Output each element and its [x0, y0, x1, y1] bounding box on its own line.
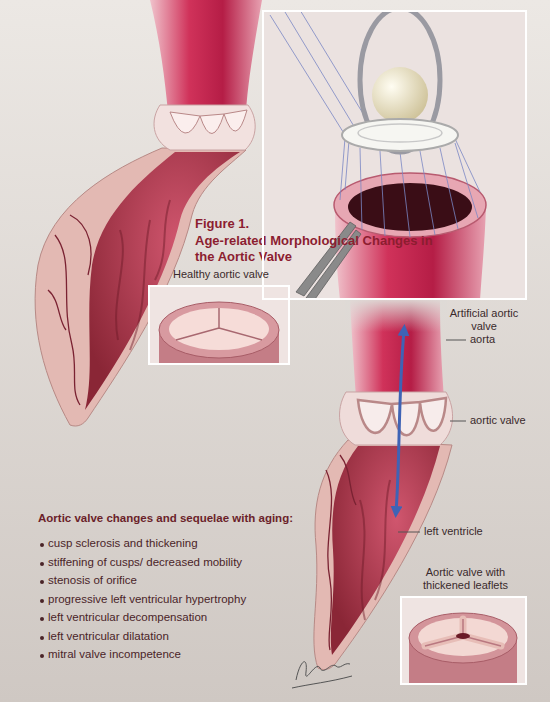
list-item: left ventricular decompensation [48, 611, 207, 625]
thickened-ridge [425, 619, 501, 646]
inset-ground [400, 596, 527, 685]
list-item: left ventricular dilatation [48, 630, 169, 644]
inset-box: Artificial aortic valve [262, 10, 527, 300]
inset-box: Aortic valve with thickened leaflets [400, 596, 527, 685]
figure-title: Age-related Morphological Changes in the… [195, 233, 445, 264]
valve-cusp [170, 110, 247, 134]
trabeculae [360, 480, 390, 620]
list-item: progressive left ventricular hypertrophy [48, 593, 246, 607]
artificial-valve-picture [262, 10, 527, 300]
part-label: aortic valve [470, 414, 526, 427]
inset-ground [262, 10, 527, 300]
sewing-ring-inner [358, 124, 442, 142]
valve-sinus [340, 392, 453, 445]
figure-number: Figure 1. [195, 216, 249, 232]
narrowed-orifice [456, 633, 470, 639]
aorta-fade [345, 298, 447, 332]
leaflet-commissure [176, 308, 262, 340]
part-label: aorta [470, 333, 495, 346]
inset-ground [148, 285, 290, 365]
list-heading: Aortic valve changes and sequelae with a… [38, 512, 293, 526]
inset-box: Healthy aortic valve [148, 285, 290, 365]
flow-arrow [396, 330, 404, 512]
leader-line [446, 340, 466, 341]
list-item: cusp sclerosis and thickening [48, 537, 198, 551]
inset-caption: Aortic valve with thickened leaflets [402, 566, 529, 592]
valve-ball [372, 67, 428, 123]
valve-ring [409, 613, 517, 663]
suture-thread [270, 10, 480, 237]
ventricle-cavity [85, 152, 240, 410]
valve-leaflets [418, 618, 508, 656]
leader-line [398, 532, 420, 533]
thickened-valve-picture [400, 596, 527, 685]
inset-caption: Healthy aortic valve [150, 268, 292, 281]
sewing-ring [342, 119, 458, 151]
valve-sinus [154, 105, 255, 150]
healthy-valve-picture [148, 285, 290, 365]
part-label: left ventricle [424, 525, 483, 538]
leader-lines [398, 340, 466, 532]
valve-ring [159, 302, 279, 358]
list-item: mitral valve incompetence [48, 648, 181, 662]
valve-leaflets [169, 308, 269, 350]
inset-caption: Artificial aortic valve [439, 307, 529, 333]
list-item: stiffening of cusps/ decreased mobility [48, 556, 242, 570]
coronary-vessel [326, 455, 356, 650]
artist-signature [292, 662, 352, 688]
thickened-cusp [358, 398, 446, 435]
list-item: stenosis of orifice [48, 574, 137, 588]
aorta-shape [150, 0, 262, 112]
coronary-vessel [48, 215, 91, 405]
leader-line [450, 421, 466, 422]
aorta-rim [334, 173, 486, 237]
leaflet-commissure [425, 619, 501, 646]
